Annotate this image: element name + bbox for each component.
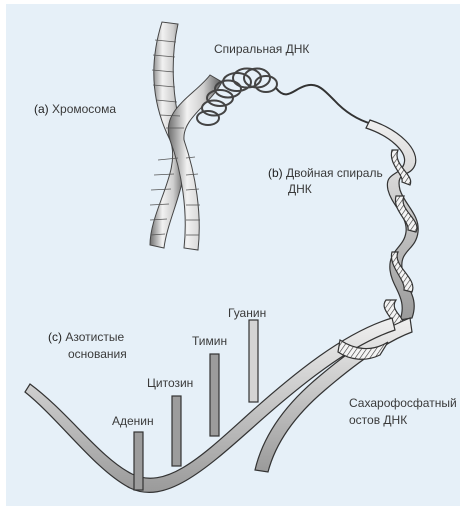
label-double-helix-line1: Двойная спираль — [286, 166, 383, 180]
label-bases-line1: Азотистые — [65, 330, 124, 344]
label-spiral-dna: Спиральная ДНК — [214, 42, 309, 57]
label-double-helix-prefix: (b) — [268, 166, 283, 180]
label-double-helix-line2: ДНК — [288, 182, 312, 197]
label-chromosome: (a) Хромосома — [34, 102, 116, 117]
label-adenine: Аденин — [112, 414, 154, 429]
dna-strand — [276, 85, 372, 124]
dna-illustration — [6, 4, 460, 506]
double-helix — [366, 120, 418, 330]
label-thymine: Тимин — [192, 334, 227, 349]
label-chromosome-text: Хромосома — [52, 102, 116, 116]
label-bases-prefix: (c) — [48, 330, 62, 344]
guanine-post — [249, 320, 258, 402]
label-chromosome-prefix: (a) — [34, 102, 49, 116]
cytosine-post — [172, 396, 181, 466]
dna-figure: (a) Хромосома Спиральная ДНК (b) Двойная… — [6, 4, 460, 506]
chromosome — [150, 22, 222, 250]
label-backbone-line1: Сахарофосфатный — [349, 396, 457, 411]
label-double-helix: (b) Двойная спираль — [268, 166, 383, 181]
thymine-post — [210, 354, 219, 436]
label-bases: (c) Азотистые — [48, 330, 124, 345]
label-backbone-line2: остов ДНК — [349, 413, 407, 428]
adenine-post — [134, 432, 143, 490]
label-cytosine: Цитозин — [147, 376, 193, 391]
label-guanine: Гуанин — [228, 306, 266, 321]
label-bases-line2: основания — [68, 347, 127, 362]
